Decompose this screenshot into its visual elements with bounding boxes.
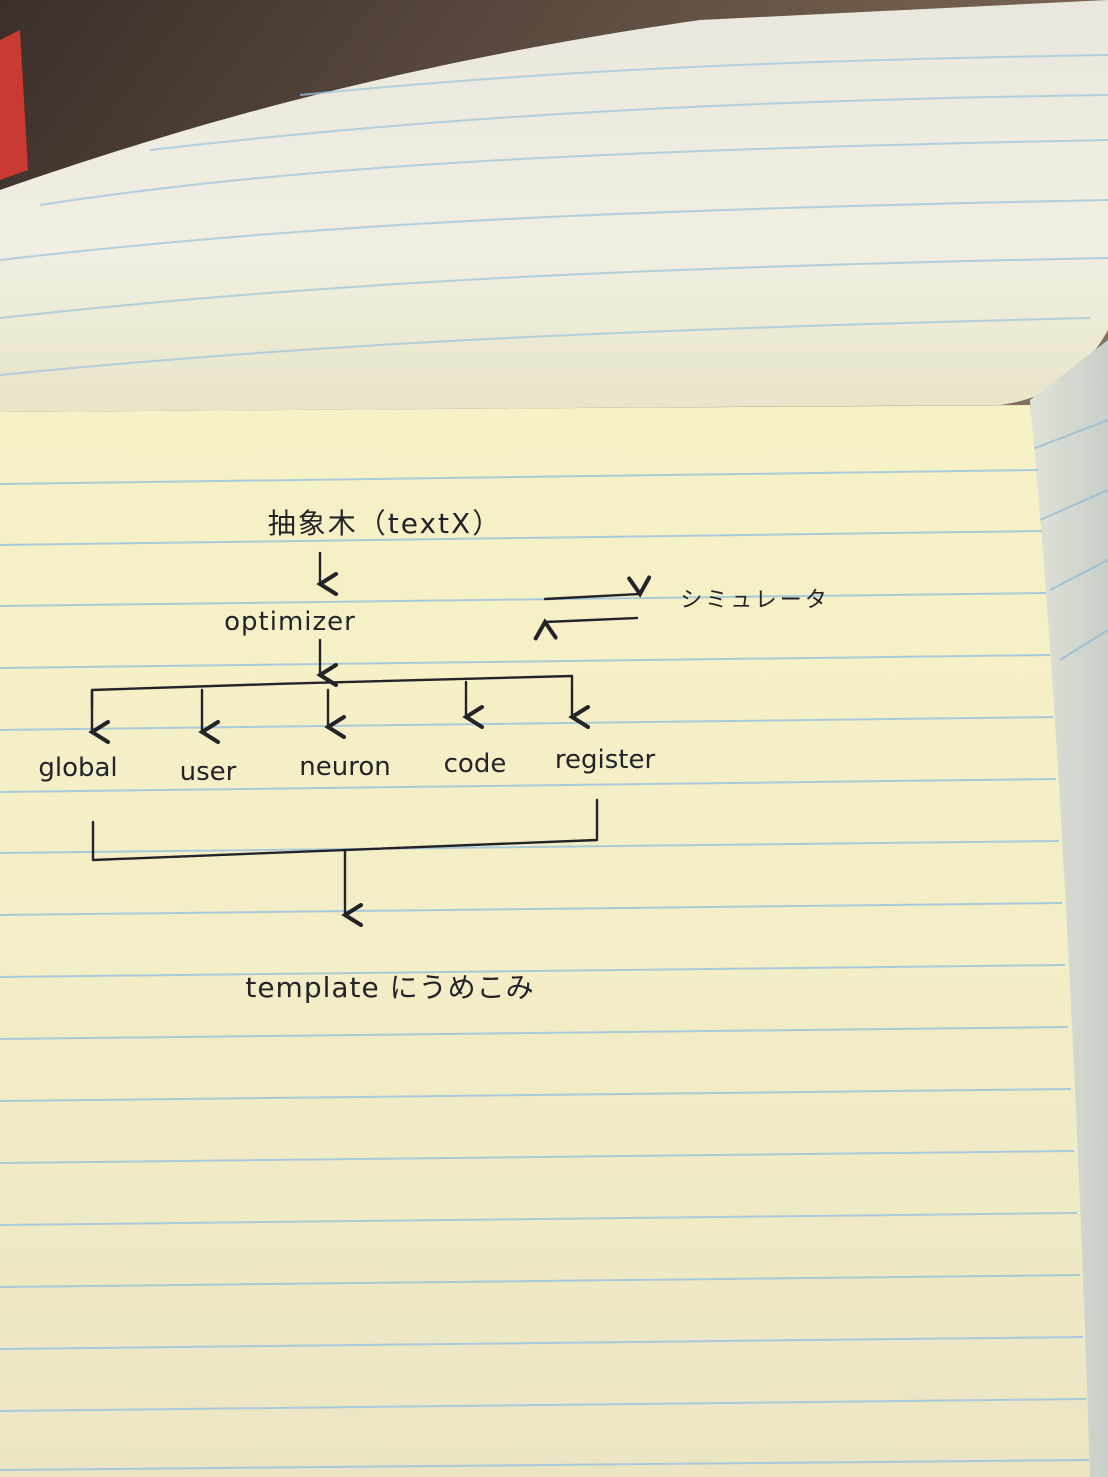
- simulator-label: シミュレータ: [680, 588, 830, 613]
- upper-page: [0, 0, 1108, 412]
- background-red-object: [0, 30, 28, 180]
- output-node-label: template にうめこみ: [245, 971, 534, 1004]
- upper-page-rules: [0, 54, 1108, 376]
- handwritten-diagram: 抽象木（textX） optimizer シミュレータ global user ne…: [38, 507, 830, 1004]
- branch-label-register: register: [555, 745, 656, 775]
- arrow-from-simulator: [533, 616, 639, 641]
- branch-label-code: code: [444, 749, 507, 779]
- root-node-label: 抽象木（textX）: [268, 507, 502, 540]
- right-page-edge: [1030, 340, 1108, 1477]
- branch-label-neuron: neuron: [299, 752, 390, 782]
- branch-labels: global user neuron code register: [38, 745, 655, 787]
- branch-label-user: user: [180, 757, 237, 787]
- optimizer-node-label: optimizer: [224, 607, 356, 637]
- branch-bar: [90, 674, 574, 709]
- main-page: [0, 405, 1090, 1477]
- branch-label-global: global: [38, 753, 117, 783]
- arrow-to-simulator: [543, 575, 652, 601]
- merge-bracket: [91, 798, 599, 862]
